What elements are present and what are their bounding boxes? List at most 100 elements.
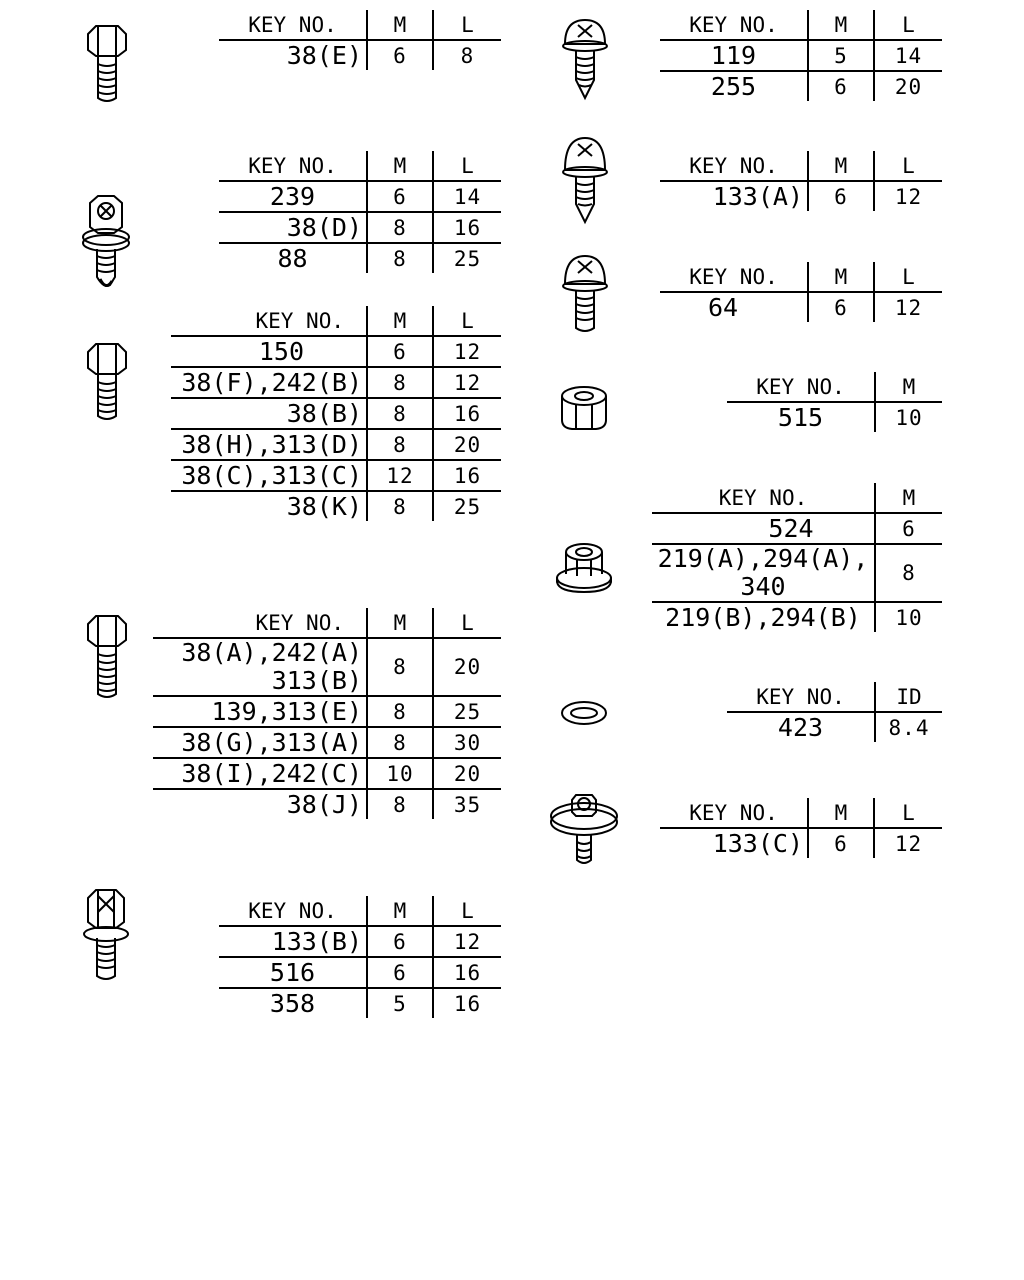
table-header-row: KEY NO. M L xyxy=(171,306,501,336)
key-no-cell: 38(G),313(A) xyxy=(153,726,367,758)
l-cell: 12 xyxy=(873,291,942,322)
l-cell: 16 xyxy=(432,459,501,491)
key-no-cell: 515 xyxy=(727,401,875,432)
spec-table: KEY NO. M L 239 6 14 38(D) 8 16 88 8 25 xyxy=(219,151,501,273)
table-header-row: KEY NO. M L xyxy=(660,798,942,828)
spec-table: KEY NO. M 524 6 219(A),294(A), 340 8 219… xyxy=(652,483,942,632)
table-header-row: KEY NO. ID xyxy=(727,682,942,712)
l-cell: 20 xyxy=(432,428,501,460)
m-cell: 12 xyxy=(366,459,433,491)
l-cell: 14 xyxy=(432,180,501,212)
flange-bolt-long-icon xyxy=(82,614,132,700)
key-no-cell: 139,313(E) xyxy=(153,695,367,727)
spec-table: KEY NO. M L 38(A),242(A) 313(B) 8 20 139… xyxy=(153,608,501,819)
id-cell: 8.4 xyxy=(874,711,942,742)
m-cell: 6 xyxy=(807,180,874,211)
header-key-no: KEY NO. xyxy=(248,12,337,37)
spec-table: KEY NO. M L 38(E) 6 8 xyxy=(219,10,501,70)
phillips-tapping-screw-icon xyxy=(560,134,610,225)
hex-nut-icon xyxy=(558,384,610,434)
table-header-row: KEY NO. M L xyxy=(660,151,942,181)
m-cell: 8 xyxy=(874,543,942,602)
table-row: 150 6 12 xyxy=(171,335,501,367)
header-m: M xyxy=(807,262,874,292)
header-m: M xyxy=(366,896,433,926)
header-l: L xyxy=(873,10,942,40)
table-header-row: KEY NO. M L xyxy=(219,896,501,926)
phillips-screw-icon xyxy=(560,252,610,334)
m-cell: 6 xyxy=(366,956,433,988)
key-no-cell: 119 xyxy=(660,39,808,71)
header-id: ID xyxy=(874,682,942,712)
m-cell: 8 xyxy=(366,788,433,819)
key-no-cell: 133(C) xyxy=(660,827,808,858)
table-row: 38(E) 6 8 xyxy=(219,39,501,70)
spec-table: KEY NO. M L 119 5 14 255 6 20 xyxy=(660,10,942,101)
header-m: M xyxy=(366,10,433,40)
header-m: M xyxy=(366,151,433,181)
table-row: 38(J) 8 35 xyxy=(153,788,501,819)
table-row: 358 5 16 xyxy=(219,987,501,1018)
key-no-cell: 219(B),294(B) xyxy=(652,601,875,632)
key-no-cell: 38(B) xyxy=(171,397,367,429)
header-m: M xyxy=(807,798,874,828)
spec-table: KEY NO. M L 133(B) 6 12 516 6 16 358 5 1… xyxy=(219,896,501,1018)
table-row: 88 8 25 xyxy=(219,242,501,273)
l-cell: 20 xyxy=(873,70,942,101)
table-row: 219(B),294(B) 10 xyxy=(652,601,942,632)
l-cell: 12 xyxy=(873,180,942,211)
spec-table: KEY NO. ID 423 8.4 xyxy=(727,682,942,742)
table-row: 423 8.4 xyxy=(727,711,942,742)
l-cell: 8 xyxy=(432,39,501,70)
washer-icon xyxy=(559,698,609,728)
table-header-row: KEY NO. M L xyxy=(219,10,501,40)
header-l: L xyxy=(432,10,501,40)
key-no-cell: 358 xyxy=(219,987,367,1018)
m-cell: 6 xyxy=(807,827,874,858)
cross-head-bolt-icon xyxy=(80,888,132,982)
spec-table: KEY NO. M L 133(C) 6 12 xyxy=(660,798,942,858)
header-key-no: KEY NO. xyxy=(756,374,845,399)
table-row: 38(A),242(A) 313(B) 8 20 xyxy=(153,637,501,696)
m-cell: 10 xyxy=(366,757,433,789)
table-header-row: KEY NO. M L xyxy=(660,262,942,292)
table-row: 133(C) 6 12 xyxy=(660,827,942,858)
l-cell: 25 xyxy=(432,490,501,521)
flange-nut-icon xyxy=(555,540,613,594)
m-cell: 8 xyxy=(366,637,433,696)
key-no-cell: 38(F),242(B) xyxy=(171,366,367,398)
table-header-row: KEY NO. M L xyxy=(219,151,501,181)
header-key-no: KEY NO. xyxy=(248,898,337,923)
table-header-row: KEY NO. M xyxy=(727,372,942,402)
m-cell: 5 xyxy=(366,987,433,1018)
m-cell: 6 xyxy=(366,335,433,367)
key-no-cell: 150 xyxy=(171,335,367,367)
table-row: 38(D) 8 16 xyxy=(219,211,501,243)
key-no-cell: 38(I),242(C) xyxy=(153,757,367,789)
hex-bolt-icon xyxy=(82,24,132,104)
header-l: L xyxy=(873,262,942,292)
table-row: 516 6 16 xyxy=(219,956,501,988)
key-no-cell: 423 xyxy=(727,711,875,742)
table-row: 64 6 12 xyxy=(660,291,942,322)
table-row: 38(C),313(C) 12 16 xyxy=(171,459,501,491)
l-cell: 25 xyxy=(432,242,501,273)
key-no-cell: 38(A),242(A) 313(B) xyxy=(153,637,367,696)
l-cell: 12 xyxy=(432,925,501,957)
l-cell: 35 xyxy=(432,788,501,819)
l-cell: 16 xyxy=(432,397,501,429)
header-l: L xyxy=(432,151,501,181)
table-row: 38(I),242(C) 10 20 xyxy=(153,757,501,789)
m-cell: 5 xyxy=(807,39,874,71)
table-row: 255 6 20 xyxy=(660,70,942,101)
m-cell: 6 xyxy=(366,180,433,212)
m-cell: 10 xyxy=(874,601,942,632)
m-cell: 8 xyxy=(366,366,433,398)
header-m: M xyxy=(807,151,874,181)
header-l: L xyxy=(873,798,942,828)
header-l: L xyxy=(432,608,501,638)
header-key-no: KEY NO. xyxy=(248,153,337,178)
key-no-cell: 524 xyxy=(652,512,875,544)
tapping-screw-icon xyxy=(560,16,610,101)
spec-table: KEY NO. M 515 10 xyxy=(727,372,942,432)
